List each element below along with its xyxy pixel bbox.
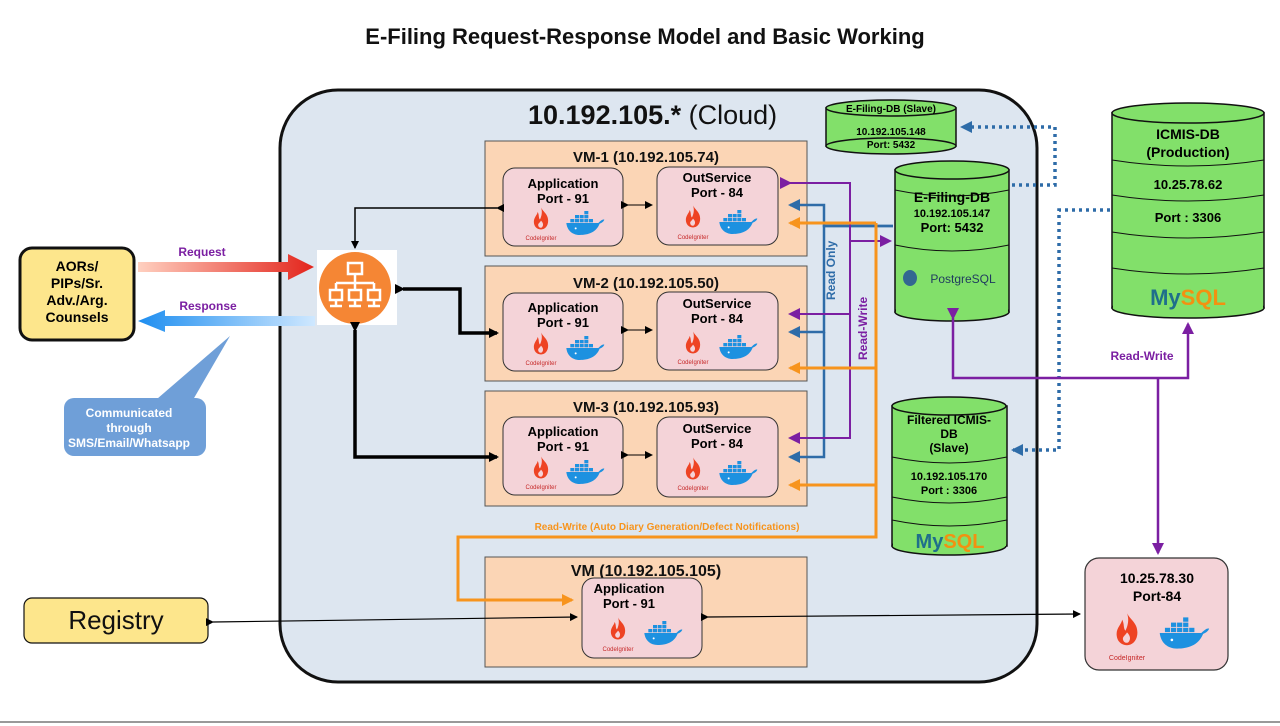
svg-text:Application: Application xyxy=(528,424,599,439)
svg-text:Port - 91: Port - 91 xyxy=(537,439,589,454)
request-label: Request xyxy=(178,245,225,259)
svg-text:ICMIS-DB: ICMIS-DB xyxy=(1156,126,1220,142)
external-server: 10.25.78.30 Port-84 CodeIgniter xyxy=(1084,557,1229,671)
filtered-icmis-db: Filtered ICMIS- DB (Slave) 10.192.105.17… xyxy=(891,396,1008,556)
vm-1-outservice: OutService Port - 84 CodeIgniter xyxy=(656,166,779,246)
efiling-db: E-Filing-DB 10.192.105.147 Port: 5432 Po… xyxy=(894,160,1010,322)
svg-text:Port : 3306: Port : 3306 xyxy=(921,485,977,497)
svg-text:PIPs/Sr.: PIPs/Sr. xyxy=(51,275,103,291)
svg-text:Filtered ICMIS-: Filtered ICMIS- xyxy=(907,413,991,427)
app-outservice-links xyxy=(621,201,653,459)
svg-text:Port - 84: Port - 84 xyxy=(691,185,744,200)
svg-text:Port - 84: Port - 84 xyxy=(691,311,744,326)
svg-text:Application: Application xyxy=(594,581,665,596)
efiling-slave-db: E-Filing-DB (Slave) 10.192.105.148 Port:… xyxy=(825,99,957,155)
read-write-horizontal-label: Read-Write xyxy=(1110,349,1173,363)
vm-main-application: Application Port - 91 CodeIgniter xyxy=(581,577,703,659)
svg-text:PostgreSQL: PostgreSQL xyxy=(930,272,996,286)
registry-links xyxy=(205,610,1081,627)
svg-text:Registry: Registry xyxy=(68,605,163,635)
postgresql-icon: PostgreSQL xyxy=(903,270,996,286)
svg-text:Port - 91: Port - 91 xyxy=(603,596,655,611)
vm-3-application: Application Port - 91 CodeIgniter xyxy=(502,416,624,496)
svg-text:CodeIgniter: CodeIgniter xyxy=(677,486,708,492)
svg-text:10.192.105.148: 10.192.105.148 xyxy=(856,127,926,138)
svg-text:CodeIgniter: CodeIgniter xyxy=(1109,655,1146,662)
vm-1-application: Application Port - 91 CodeIgniter xyxy=(502,167,624,247)
svg-text:Port - 91: Port - 91 xyxy=(537,191,589,206)
svg-text:CodeIgniter: CodeIgniter xyxy=(525,485,556,491)
svg-text:Adv./Arg.: Adv./Arg. xyxy=(46,292,107,308)
svg-text:AORs/: AORs/ xyxy=(56,258,99,274)
svg-text:10.192.105.147: 10.192.105.147 xyxy=(914,208,990,220)
vm-3-label: VM-3 (10.192.105.93) xyxy=(573,399,719,416)
auto-diary-label: Read-Write (Auto Diary Generation/Defect… xyxy=(535,522,800,533)
svg-text:Port: 5432: Port: 5432 xyxy=(921,220,984,235)
vm-main-label: VM (10.192.105.105) xyxy=(571,563,721,580)
vm-1-label: VM-1 (10.192.105.74) xyxy=(573,149,719,166)
svg-text:CodeIgniter: CodeIgniter xyxy=(525,361,556,367)
svg-text:(Production): (Production) xyxy=(1146,144,1229,160)
cloud-label: 10.192.105.* (Cloud) xyxy=(528,100,777,130)
diagram-title: E-Filing Request-Response Model and Basi… xyxy=(365,24,924,49)
svg-text:Port - 84: Port - 84 xyxy=(691,436,744,451)
svg-text:10.192.105.170: 10.192.105.170 xyxy=(911,471,987,483)
registry-box: Registry xyxy=(23,597,209,644)
mysql-icon: MySQL xyxy=(916,531,985,553)
load-balancer-icon xyxy=(317,250,397,325)
svg-text:CodeIgniter: CodeIgniter xyxy=(677,360,708,366)
svg-text:CodeIgniter: CodeIgniter xyxy=(602,647,633,653)
client-box: AORs/ PIPs/Sr. Adv./Arg. Counsels xyxy=(18,246,136,342)
svg-text:Port: 5432: Port: 5432 xyxy=(867,140,916,151)
request-arrow: Request xyxy=(138,245,314,280)
svg-text:10.25.78.30: 10.25.78.30 xyxy=(1120,570,1194,586)
auto-diary-links xyxy=(456,217,878,606)
svg-text:E-Filing-DB: E-Filing-DB xyxy=(914,189,990,205)
svg-text:CodeIgniter: CodeIgniter xyxy=(525,236,556,242)
svg-text:OutService: OutService xyxy=(683,170,752,185)
svg-text:through: through xyxy=(106,421,151,435)
svg-text:Port : 3306: Port : 3306 xyxy=(1155,210,1221,225)
vm-3-outservice: OutService Port - 84 CodeIgniter xyxy=(656,416,779,498)
svg-text:CodeIgniter: CodeIgniter xyxy=(677,235,708,241)
svg-text:DB: DB xyxy=(940,427,958,441)
svg-text:10.25.78.62: 10.25.78.62 xyxy=(1154,177,1223,192)
response-arrow: Response xyxy=(138,299,315,332)
read-only-label: Read Only xyxy=(824,240,838,300)
svg-text:(Slave): (Slave) xyxy=(929,441,968,455)
response-label: Response xyxy=(179,299,237,313)
svg-text:SMS/Email/Whatsapp: SMS/Email/Whatsapp xyxy=(68,436,190,450)
svg-text:Application: Application xyxy=(528,176,599,191)
read-write-vertical-label: Read-Write xyxy=(856,297,870,360)
svg-text:Port - 91: Port - 91 xyxy=(537,315,589,330)
read-write-links xyxy=(780,177,892,444)
svg-text:Port-84: Port-84 xyxy=(1133,588,1181,604)
vm-2-application: Application Port - 91 CodeIgniter xyxy=(502,292,624,372)
svg-text:Application: Application xyxy=(528,300,599,315)
vm-2-outservice: OutService Port - 84 CodeIgniter xyxy=(656,291,779,371)
svg-text:Communicated: Communicated xyxy=(86,406,173,420)
svg-text:E-Filing-DB (Slave): E-Filing-DB (Slave) xyxy=(846,104,936,115)
communication-callout: Communicated through SMS/Email/Whatsapp xyxy=(64,336,230,456)
svg-text:OutService: OutService xyxy=(683,421,752,436)
lb-vm-links xyxy=(350,204,504,462)
vm-2-label: VM-2 (10.192.105.50) xyxy=(573,275,719,292)
mysql-icon: MySQL xyxy=(1150,285,1226,310)
svg-text:OutService: OutService xyxy=(683,296,752,311)
icmis-db: ICMIS-DB (Production) 10.25.78.62 Port :… xyxy=(1111,102,1265,319)
svg-text:Counsels: Counsels xyxy=(45,309,108,325)
icmis-read-write-links xyxy=(947,308,1194,555)
